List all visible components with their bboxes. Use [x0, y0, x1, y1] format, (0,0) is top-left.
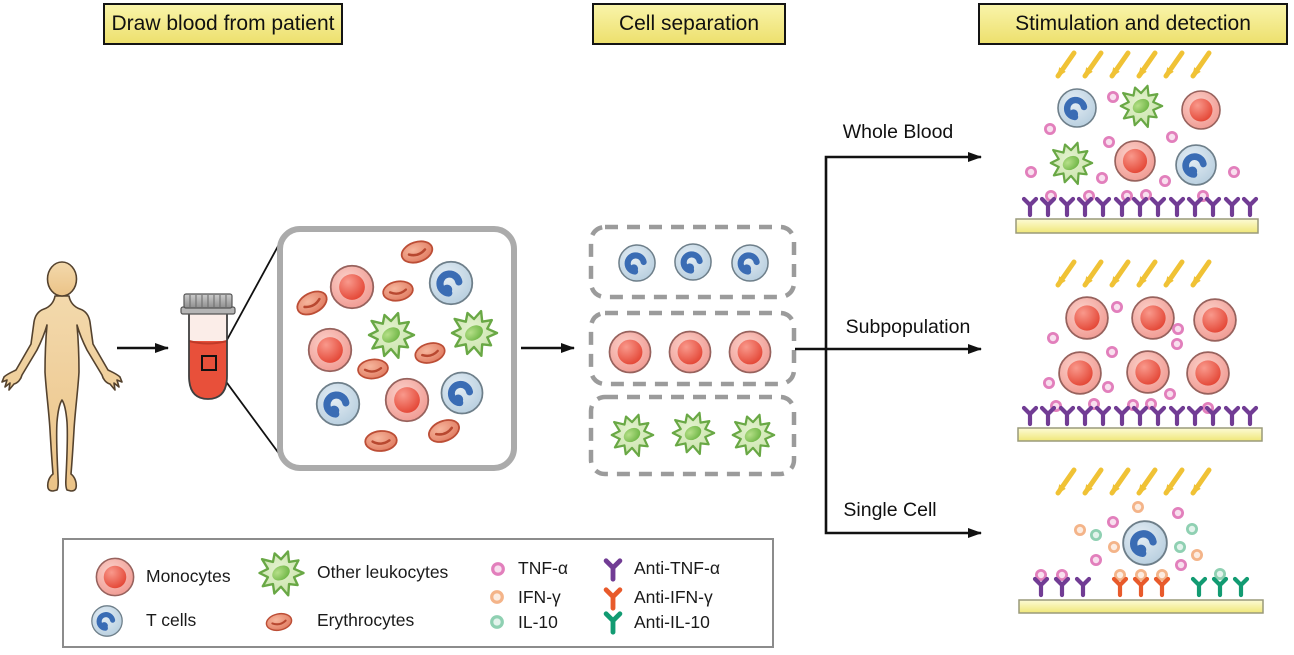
monocyte-icon: [1186, 351, 1230, 395]
t-cell-icon: [441, 372, 482, 413]
t-cell-icon: [1123, 521, 1167, 565]
monocyte-icon: [384, 377, 430, 423]
legend-label-other-leukocytes: Other leukocytes: [317, 562, 449, 582]
branch-label-whole-blood: Whole Blood: [842, 121, 954, 143]
human-figure-icon: [1, 261, 123, 492]
branch-label-single-cell: Single Cell: [843, 499, 937, 521]
leukocyte-icon: [1119, 84, 1164, 129]
monocyte-icon: [1181, 90, 1221, 130]
separation-box-monocytes: [588, 310, 797, 387]
t-cell-icon: [1176, 145, 1216, 185]
t-cell-icon: [619, 245, 655, 281]
light-ray-icon: [1055, 50, 1212, 79]
legend-label-anti-tnf-alpha: Anti-TNF-α: [634, 558, 720, 578]
separation-box-leukocytes: [588, 394, 797, 477]
anti-ifn-gamma-group: [1114, 579, 1168, 595]
anti-tnf-alpha-row: [1024, 199, 1256, 215]
panel-whole-blood: [1015, 50, 1259, 234]
branch-arrow-single-cell: [824, 349, 982, 538]
light-ray-icon: [1055, 259, 1212, 288]
header-stimulation-detection: Stimulation and detection: [978, 3, 1288, 45]
monocyte-icon: [307, 327, 353, 373]
leukocyte-icon: [1049, 141, 1094, 186]
legend-label-anti-il-10: Anti-IL-10: [634, 612, 710, 632]
header-cell-separation: Cell separation: [592, 3, 786, 45]
legend-label-t-cells: T cells: [146, 610, 197, 630]
assay-plate: [1017, 427, 1263, 442]
monocyte-icon: [1126, 350, 1170, 394]
magnified-region-box: [201, 355, 217, 371]
anti-il-10-group: [1193, 579, 1247, 595]
legend-label-anti-ifn-gamma: Anti-IFN-γ: [634, 587, 713, 607]
panel-single-cell: [1018, 467, 1264, 614]
legend-label-ifn-gamma: IFN-γ: [518, 587, 561, 607]
monocyte-icon: [1131, 296, 1175, 340]
monocyte-icon: [329, 264, 375, 310]
t-cell-icon: [675, 244, 711, 280]
branch-arrows: [795, 152, 982, 538]
monocyte-icon: [668, 330, 712, 374]
legend-label-erythrocytes: Erythrocytes: [317, 610, 415, 630]
t-cell-icon: [430, 262, 473, 305]
panel-subpopulation: [1017, 259, 1263, 442]
monocyte-icon: [608, 330, 652, 374]
branch-arrow-whole-blood: [824, 152, 982, 349]
anti-tnf-alpha-group: [1035, 579, 1089, 595]
monocyte-icon: [728, 330, 772, 374]
t-cell-icon: [1058, 89, 1096, 127]
legend-label-il-10: IL-10: [518, 612, 558, 632]
light-ray-icon: [1055, 467, 1212, 496]
blood-sample-box: [277, 226, 517, 471]
monocyte-icon: [1065, 296, 1109, 340]
monocyte-icon: [1058, 351, 1102, 395]
separation-box-tcells: [588, 224, 797, 300]
assay-plate: [1018, 599, 1264, 614]
blood-tube-icon: [180, 293, 236, 400]
legend-box: [62, 538, 774, 648]
monocyte-icon: [1193, 298, 1237, 342]
legend-label-monocytes: Monocytes: [146, 566, 231, 586]
assay-plate: [1015, 218, 1259, 234]
t-cell-icon: [732, 245, 768, 281]
branch-label-subpopulation: Subpopulation: [845, 316, 971, 338]
legend-label-tnf-alpha: TNF-α: [518, 558, 568, 578]
header-draw-blood: Draw blood from patient: [103, 3, 343, 45]
t-cell-icon: [317, 383, 360, 426]
monocyte-icon: [1114, 140, 1156, 182]
